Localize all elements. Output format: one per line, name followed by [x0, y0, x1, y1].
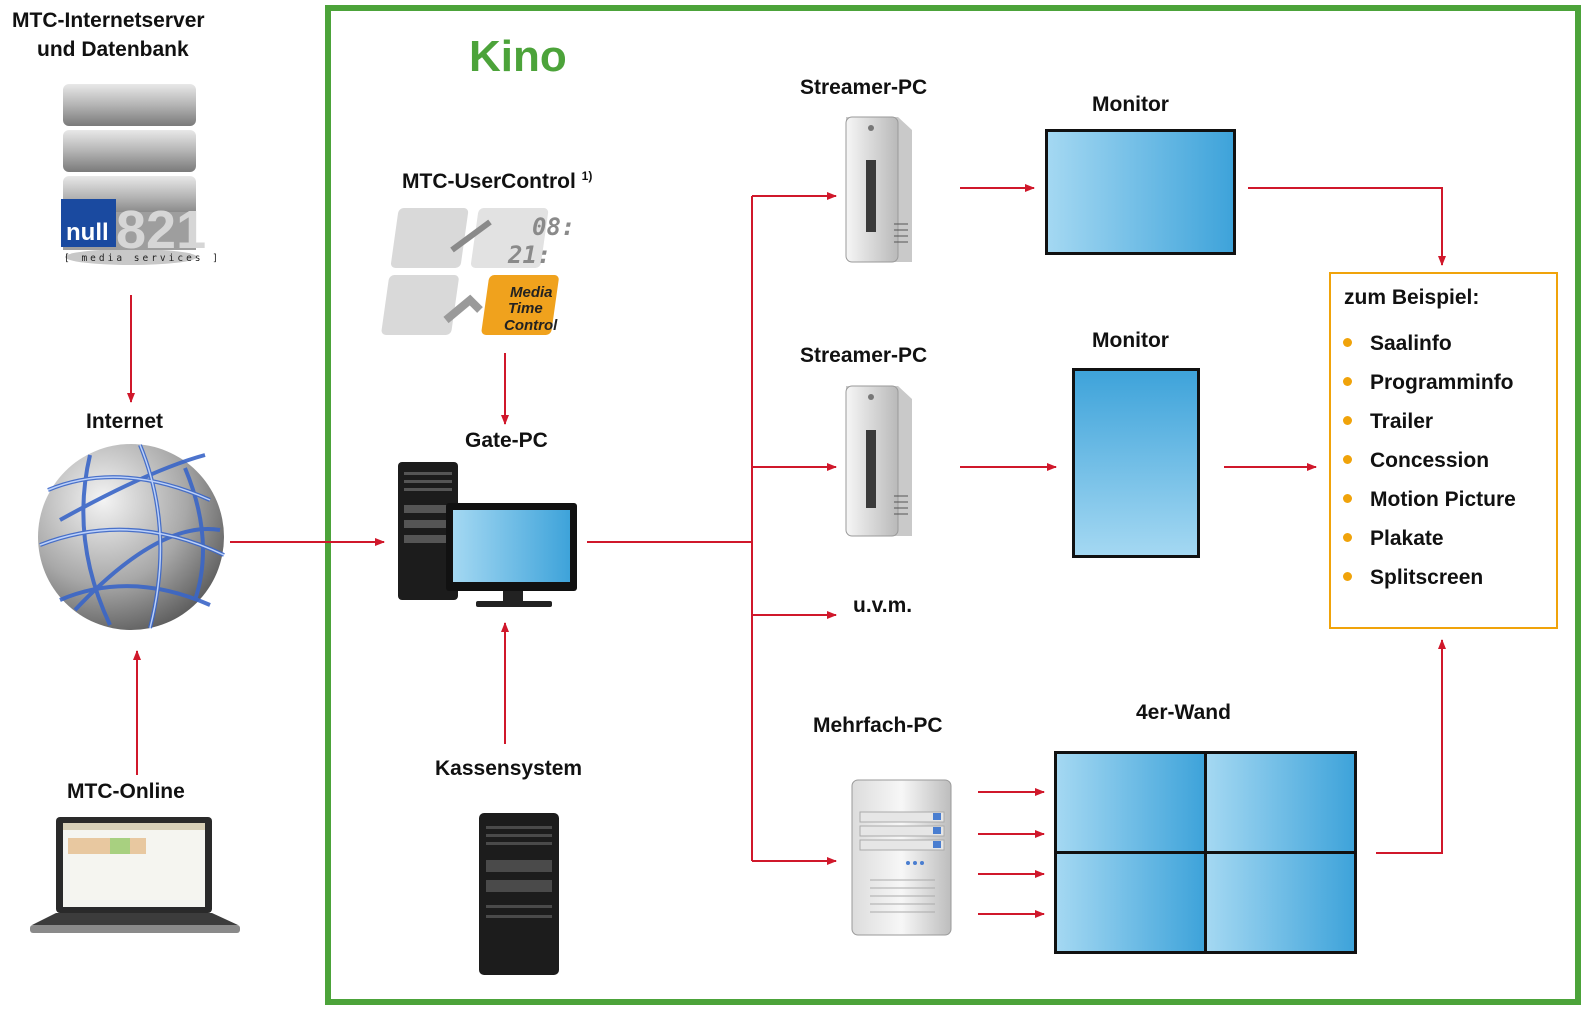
monitor-label-2: Monitor — [1092, 329, 1169, 352]
server-label-line2: und Datenbank — [37, 38, 189, 61]
gate-pc-icon — [398, 462, 577, 607]
logo-word: null — [66, 219, 109, 246]
example-item: Splitscreen — [1343, 564, 1516, 603]
monitor-label-1: Monitor — [1092, 93, 1169, 116]
wall-label: 4er-Wand — [1136, 701, 1231, 724]
server-label-line1: MTC-Internetserver — [12, 9, 205, 32]
logo-digits-1: 08: — [532, 213, 575, 241]
example-item-text: Saalinfo — [1370, 332, 1452, 355]
examples-title: zum Beispiel: — [1344, 286, 1480, 309]
bullet-dot — [1343, 415, 1352, 425]
logo-text-time: Time — [508, 300, 543, 317]
uvm-label: u.v.m. — [853, 594, 913, 617]
logo-number: 821 — [116, 200, 206, 260]
monitor-landscape-icon — [1045, 129, 1236, 255]
examples-box: zum Beispiel: Saalinfo Programminfo Trai… — [1329, 272, 1558, 629]
bullet-dot — [1343, 376, 1352, 386]
streamer-pc-label-2: Streamer-PC — [800, 344, 928, 367]
examples-list: Saalinfo Programminfo Trailer Concession… — [1343, 330, 1516, 603]
gate-pc-label: Gate-PC — [465, 429, 548, 452]
kassensystem-icon — [479, 813, 559, 975]
database-server-icon: null 821 [ media services ] — [61, 84, 221, 265]
example-item: Concession — [1343, 447, 1516, 486]
bullet-dot — [1343, 454, 1352, 464]
example-item-text: Concession — [1370, 449, 1490, 472]
internet-label: Internet — [86, 410, 164, 433]
kino-title: Kino — [469, 32, 567, 81]
example-item-text: Programminfo — [1370, 371, 1514, 394]
kassensystem-label: Kassensystem — [435, 757, 583, 780]
bullet-dot — [1343, 532, 1352, 542]
laptop-icon — [30, 817, 240, 933]
mehrfach-pc-label: Mehrfach-PC — [813, 714, 943, 737]
logo-digits-2: 21: — [507, 241, 551, 269]
video-wall-icon — [1054, 751, 1357, 954]
arrow-wall-to-examples — [1376, 639, 1446, 854]
logo-tagline: [ media services ] — [64, 253, 221, 264]
example-item: Plakate — [1343, 525, 1516, 564]
logo-text-media: Media — [510, 284, 553, 301]
usercontrol-footnote: 1) — [581, 169, 593, 183]
example-item: Trailer — [1343, 408, 1516, 447]
monitor-portrait-icon — [1072, 368, 1200, 558]
example-item-text: Motion Picture — [1370, 488, 1516, 511]
arrow-monitor1-to-examples — [1248, 187, 1446, 266]
example-item-text: Trailer — [1370, 410, 1434, 433]
example-item-text: Plakate — [1370, 527, 1444, 550]
example-item: Motion Picture — [1343, 486, 1516, 525]
null821-logo-box — [61, 199, 116, 247]
usercontrol-label-text: MTC-UserControl — [402, 170, 576, 193]
media-time-control-logo: 08: 21: Media Time Control — [381, 208, 575, 335]
example-item-text: Splitscreen — [1370, 566, 1484, 589]
streamer-pc-label-1: Streamer-PC — [800, 76, 928, 99]
bullet-dot — [1343, 337, 1352, 347]
example-item: Programminfo — [1343, 369, 1516, 408]
streamer-pc-icon-1 — [845, 116, 912, 263]
streamer-pc-icon-2 — [845, 385, 912, 537]
kino-frame — [325, 5, 1581, 1005]
connector-arrows — [127, 184, 1446, 918]
bullet-dot — [1343, 571, 1352, 581]
mehrfach-pc-icon — [851, 779, 952, 936]
bullet-dot — [1343, 493, 1352, 503]
online-label: MTC-Online — [67, 780, 185, 803]
usercontrol-label: MTC-UserControl 1) — [402, 169, 592, 194]
internet-globe-icon — [38, 444, 225, 630]
example-item: Saalinfo — [1343, 330, 1516, 369]
logo-text-control: Control — [504, 317, 558, 334]
